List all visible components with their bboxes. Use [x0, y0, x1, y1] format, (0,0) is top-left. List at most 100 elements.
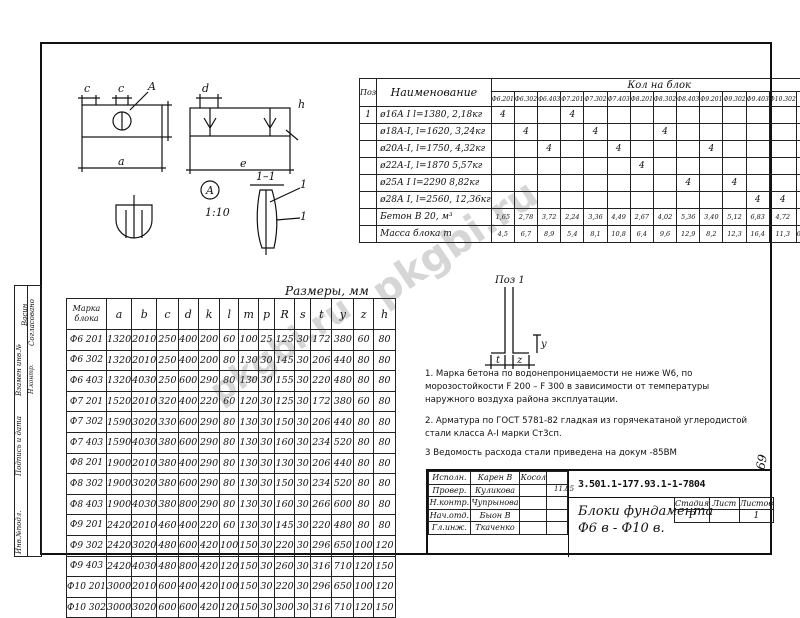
dims-cell: 60 [354, 391, 374, 412]
steel-block-col: Ф7.201 [561, 92, 584, 107]
dims-cell: 120 [374, 577, 396, 598]
steel-cell: 3,36 [584, 209, 607, 226]
steel-cell [677, 141, 700, 158]
dims-cell: 60 [220, 515, 239, 536]
dims-cell: 80 [374, 432, 396, 453]
steel-block-col: Ф9.302 [723, 92, 746, 107]
stamp-cell: Нач.отд. [429, 509, 471, 522]
dims-cell: 4030 [132, 432, 157, 453]
dims-cell: 150 [274, 412, 294, 433]
steel-name: ø20А-I, l=1750, 4,32кг [377, 141, 492, 158]
dims-cell: 266 [311, 494, 332, 515]
dims-header-cell: b [132, 299, 157, 330]
steel-cell [723, 158, 746, 175]
steel-cell [630, 192, 653, 209]
dims-cell: 290 [198, 453, 219, 474]
dims-cell: 150 [239, 597, 259, 618]
label-section: 1–1 [256, 170, 276, 183]
dims-cell: 30 [295, 556, 311, 577]
dims-header-cell: m [239, 299, 259, 330]
steel-cell [746, 107, 769, 124]
dims-cell: 460 [157, 515, 178, 536]
page-number: 69 [753, 453, 769, 470]
dims-cell: 80 [374, 330, 396, 351]
steel-cell [700, 192, 723, 209]
stamp-cell: Ткаченко [470, 522, 519, 535]
steel-cell [796, 107, 800, 124]
dims-cell: 130 [239, 494, 259, 515]
dims-cell: 420 [198, 556, 219, 577]
dims-cell: 710 [332, 597, 354, 618]
dims-cell: 100 [220, 535, 239, 556]
steel-col-pos: Поз [360, 79, 377, 107]
steel-pos [360, 158, 377, 175]
label-a: a [118, 155, 125, 168]
dims-cell: 380 [157, 474, 178, 495]
dims-cell: 250 [157, 330, 178, 351]
dims-cell: 30 [295, 371, 311, 392]
dims-cell: 80 [354, 515, 374, 536]
steel-cell [630, 141, 653, 158]
dims-cell: 440 [332, 412, 354, 433]
steel-cell [584, 175, 607, 192]
dims-cell: 30 [259, 597, 275, 618]
dims-cell: 1900 [106, 453, 131, 474]
steel-block-col: Ф7.403 [607, 92, 630, 107]
steel-cell: 2,67 [630, 209, 653, 226]
dims-cell: 3000 [106, 577, 131, 598]
dims-cell: Ф10 201 [67, 577, 107, 598]
dims-cell: 316 [311, 597, 332, 618]
dims-cell: 600 [178, 371, 198, 392]
steel-block-col: Ф6.403 [538, 92, 561, 107]
side-stamp-text-1: Инв.№подл. [15, 474, 23, 554]
stamp-row: Гл.инж.Ткаченко [429, 522, 568, 535]
steel-cell: 4 [607, 141, 630, 158]
dims-cell: 80 [220, 412, 239, 433]
dims-cell: 1520 [106, 391, 131, 412]
dims-cell: 380 [157, 453, 178, 474]
steel-cell [700, 158, 723, 175]
dims-cell: 400 [178, 350, 198, 371]
dims-cell: 650 [332, 535, 354, 556]
dims-cell: 80 [220, 474, 239, 495]
steel-cell: 16,4 [746, 226, 769, 243]
dims-header-cell: d [178, 299, 198, 330]
dims-cell: 30 [259, 474, 275, 495]
steel-cell: 4 [746, 192, 769, 209]
steel-cell: 4 [677, 175, 700, 192]
dims-cell: 400 [178, 515, 198, 536]
dims-cell: 600 [178, 432, 198, 453]
stamp-cell: Косол [520, 472, 547, 485]
dims-cell: Ф8 201 [67, 453, 107, 474]
dims-cell: 80 [354, 494, 374, 515]
label-scale: 1:10 [205, 206, 230, 219]
dims-cell: 2010 [132, 577, 157, 598]
steel-cell [561, 192, 584, 209]
steel-cell: 10,8 [607, 226, 630, 243]
dims-cell: 600 [157, 597, 178, 618]
dims-cell: 400 [178, 391, 198, 412]
dims-cell: Ф8 403 [67, 494, 107, 515]
steel-cell [723, 192, 746, 209]
dims-cell: 480 [157, 556, 178, 577]
dims-cell: Ф9 201 [67, 515, 107, 536]
dims-cell: 290 [198, 432, 219, 453]
steel-block-col: Ф10.302 [769, 92, 796, 107]
dims-cell: 30 [259, 412, 275, 433]
dims-cell: 172 [311, 391, 332, 412]
steel-cell [607, 175, 630, 192]
steel-cell [700, 175, 723, 192]
label-A: A [147, 80, 156, 93]
steel-cell: 4 [584, 124, 607, 141]
steel-block-col: Ф6.201 [491, 92, 514, 107]
sheet-value [710, 510, 740, 523]
steel-cell [796, 175, 800, 192]
steel-cell [561, 175, 584, 192]
steel-cell: 6,34 [796, 226, 800, 243]
dims-cell: 160 [274, 432, 294, 453]
steel-cell [796, 158, 800, 175]
